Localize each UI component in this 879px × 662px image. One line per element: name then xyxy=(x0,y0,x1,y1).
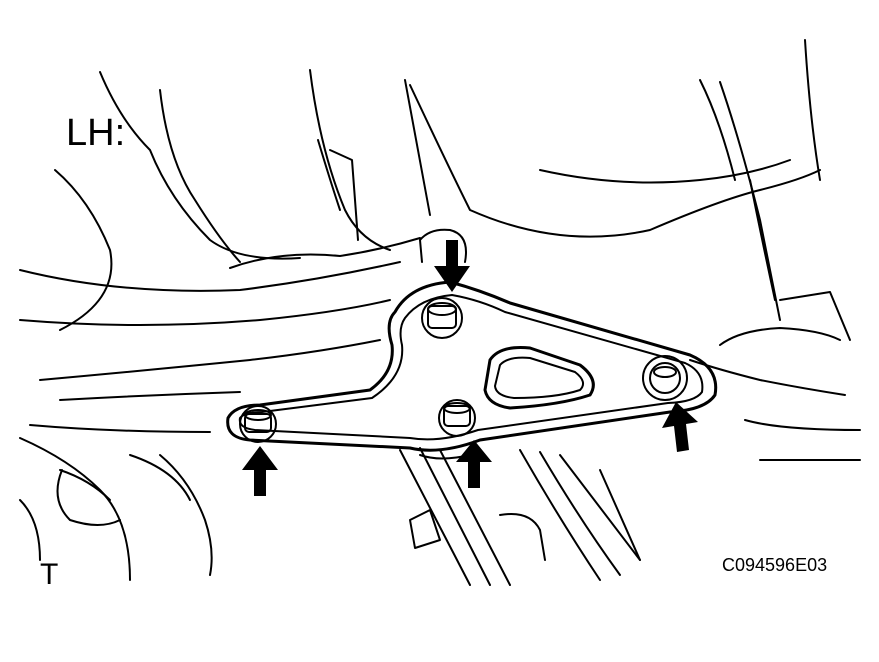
bolt-top xyxy=(421,297,463,339)
arrow-up-icon xyxy=(242,446,278,496)
bolt-right xyxy=(642,355,688,401)
lower-rail xyxy=(399,447,641,586)
right-structure xyxy=(689,291,861,461)
arrow-down-icon xyxy=(434,240,470,292)
corner-mark: T xyxy=(40,558,59,591)
figure-code: C094596E03 xyxy=(722,555,828,575)
arrow-up-icon xyxy=(662,402,698,452)
bolt-left xyxy=(239,405,277,443)
bolt-center xyxy=(438,399,476,437)
left-lower-structure xyxy=(19,437,213,581)
mount-bracket xyxy=(226,228,718,460)
side-label: LH: xyxy=(66,112,126,154)
arrow-up-icon xyxy=(456,440,492,488)
body-background-lines xyxy=(19,39,821,433)
